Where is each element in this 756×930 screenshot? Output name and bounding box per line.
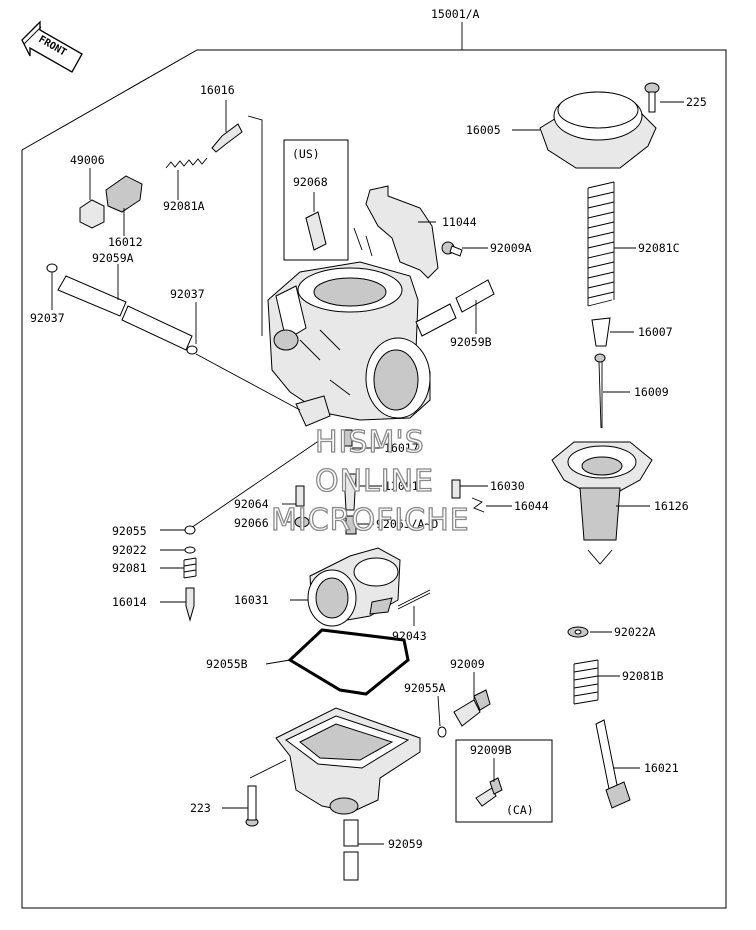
part-92055B [265, 628, 410, 696]
part-16016 [211, 100, 243, 153]
part-92059A [57, 264, 193, 351]
part-16031 [290, 547, 401, 627]
label-92059: 92059 [388, 837, 423, 851]
label-16030: 16030 [490, 479, 525, 493]
part-92022 [160, 546, 196, 554]
part-92037-left [46, 263, 58, 310]
label-92059A: 92059A [92, 251, 134, 265]
us-variant-box: (US) 92068 [283, 139, 349, 261]
label-92055B: 92055B [206, 657, 248, 671]
watermark-line-1: HISM'S [315, 425, 425, 460]
part-92055 [160, 525, 196, 535]
label-16005: 16005 [466, 123, 501, 137]
label-92037-mid: 92037 [170, 287, 205, 301]
label-92009A: 92009A [490, 241, 532, 255]
label-16017: 16017 [384, 441, 419, 455]
label-16044: 16044 [514, 499, 549, 513]
label-92064: 92064 [234, 497, 269, 511]
part-16009 [594, 353, 630, 429]
label-92055A: 92055A [404, 681, 446, 695]
part-16126 [551, 441, 653, 565]
part-92037-mid [186, 302, 198, 355]
part-16044 [471, 497, 512, 513]
label-92066: 92066 [234, 516, 269, 530]
watermark: HISM'S ONLINE MICROFICHE [270, 424, 470, 538]
label-16031: 16031 [234, 593, 269, 607]
ca-box-part: 92009B [470, 743, 512, 757]
part-16007 [591, 317, 634, 347]
label-92063: 92063/A~D [376, 517, 438, 531]
part-223 [222, 785, 259, 827]
part-92063 [345, 515, 374, 535]
label-16021: 16021 [644, 761, 679, 775]
part-16012 [105, 175, 143, 236]
part-92009 [453, 672, 491, 727]
label-92081: 92081 [112, 561, 147, 575]
label-92037-left: 92037 [30, 311, 65, 325]
part-92081C [587, 181, 636, 307]
part-11044 [353, 185, 439, 279]
label-13091: 13091 [384, 479, 419, 493]
part-92081A [165, 157, 208, 200]
label-11044: 11044 [442, 215, 477, 229]
part-92081 [160, 557, 197, 579]
part-225 [644, 82, 684, 113]
label-16007: 16007 [638, 325, 673, 339]
part-16021 [595, 719, 640, 809]
label-16014: 16014 [112, 595, 147, 609]
watermark-line-2: ONLINE [315, 464, 434, 499]
part-92022A [567, 626, 612, 638]
label-92081C: 92081C [638, 241, 680, 255]
part-16017 [343, 429, 382, 449]
part-92059 [343, 819, 384, 881]
assembly-border [21, 49, 727, 909]
label-92022: 92022 [112, 543, 147, 557]
label-16126: 16126 [654, 499, 689, 513]
part-92064 [282, 485, 305, 507]
label-92055: 92055 [112, 524, 147, 538]
part-49006 [79, 168, 105, 229]
part-92043 [397, 589, 431, 626]
label-49006: 49006 [70, 153, 105, 167]
ca-box-title: (CA) [506, 803, 534, 817]
part-92055A [437, 695, 447, 738]
part-16014 [160, 587, 195, 622]
part-16030 [451, 479, 488, 499]
part-92009A [441, 241, 488, 257]
label-225: 225 [686, 95, 707, 109]
part-92081B [573, 659, 620, 705]
us-box-part: 92068 [293, 175, 328, 189]
float-bowl [275, 707, 421, 815]
part-92059B [415, 279, 495, 337]
label-16009: 16009 [634, 385, 669, 399]
label-92009: 92009 [450, 657, 485, 671]
label-92081B: 92081B [622, 669, 664, 683]
label-92081A: 92081A [163, 199, 205, 213]
ca-variant-box: 92009B (CA) [455, 739, 553, 823]
part-16005 [512, 91, 657, 169]
label-223: 223 [190, 801, 211, 815]
watermark-line-3: MICROFICHE [271, 503, 470, 538]
label-92022A: 92022A [614, 625, 656, 639]
label-92059B: 92059B [450, 335, 492, 349]
label-16012: 16012 [108, 235, 143, 249]
front-arrow-icon: FRONT [21, 20, 83, 73]
label-92043: 92043 [392, 629, 427, 643]
assembly-number: 15001/A [431, 7, 480, 21]
label-16016: 16016 [200, 83, 235, 97]
us-box-title: (US) [292, 147, 320, 161]
part-13091 [343, 473, 382, 511]
carburetor-body [267, 261, 431, 427]
part-92066 [282, 516, 310, 528]
